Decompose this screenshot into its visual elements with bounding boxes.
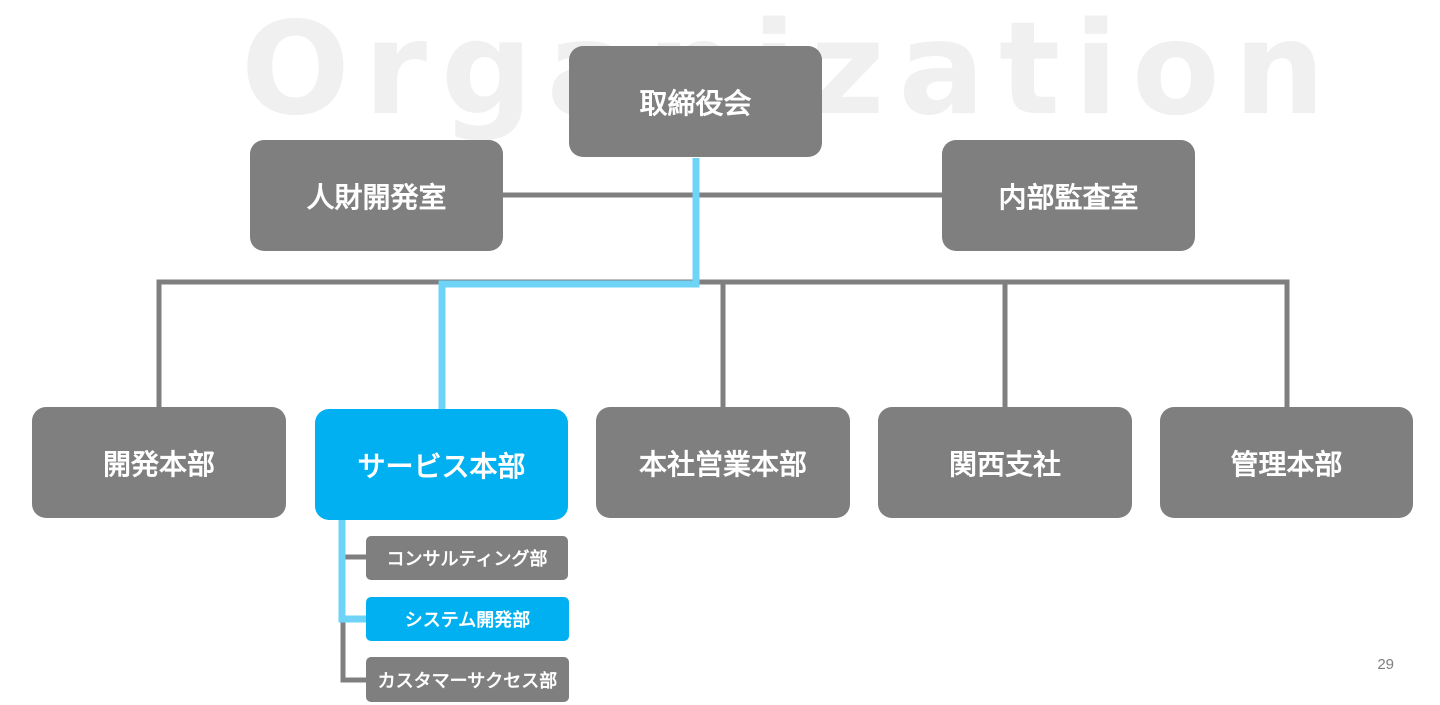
staff-box-audit: 内部監査室 [942, 140, 1195, 251]
division-label-development: 開発本部 [102, 447, 215, 481]
division-label-hq-sales: 本社営業本部 [638, 447, 807, 481]
department-label-customer-success: カスタマーサクセス部 [377, 670, 558, 692]
division-box-hq-sales: 本社営業本部 [596, 407, 850, 518]
board-of-directors-box: 取締役会 [569, 46, 822, 157]
division-box-admin: 管理本部 [1160, 407, 1413, 518]
division-label-service: サービス本部 [357, 449, 526, 483]
department-box-system-dev: システム開発部 [366, 597, 569, 641]
page-number: 29 [1377, 656, 1394, 673]
division-label-kansai: 関西支社 [948, 447, 1061, 481]
staff-box-hr: 人財開発室 [250, 140, 503, 251]
department-box-customer-success: カスタマーサクセス部 [366, 657, 569, 702]
division-box-development: 開発本部 [32, 407, 286, 518]
department-connector-gray [340, 520, 366, 683]
department-label-system-dev: システム開発部 [404, 610, 531, 631]
highlight-path-department [338, 520, 366, 623]
board-label: 取締役会 [639, 86, 752, 120]
staff-label-hr: 人財開発室 [306, 180, 447, 214]
division-box-kansai: 関西支社 [878, 407, 1132, 518]
division-label-admin: 管理本部 [1230, 447, 1343, 481]
staff-label-audit: 内部監査室 [998, 180, 1139, 214]
department-label-consulting: コンサルティング部 [386, 549, 548, 570]
division-box-service: サービス本部 [315, 409, 568, 520]
department-box-consulting: コンサルティング部 [366, 536, 568, 580]
highlight-path [438, 158, 700, 410]
